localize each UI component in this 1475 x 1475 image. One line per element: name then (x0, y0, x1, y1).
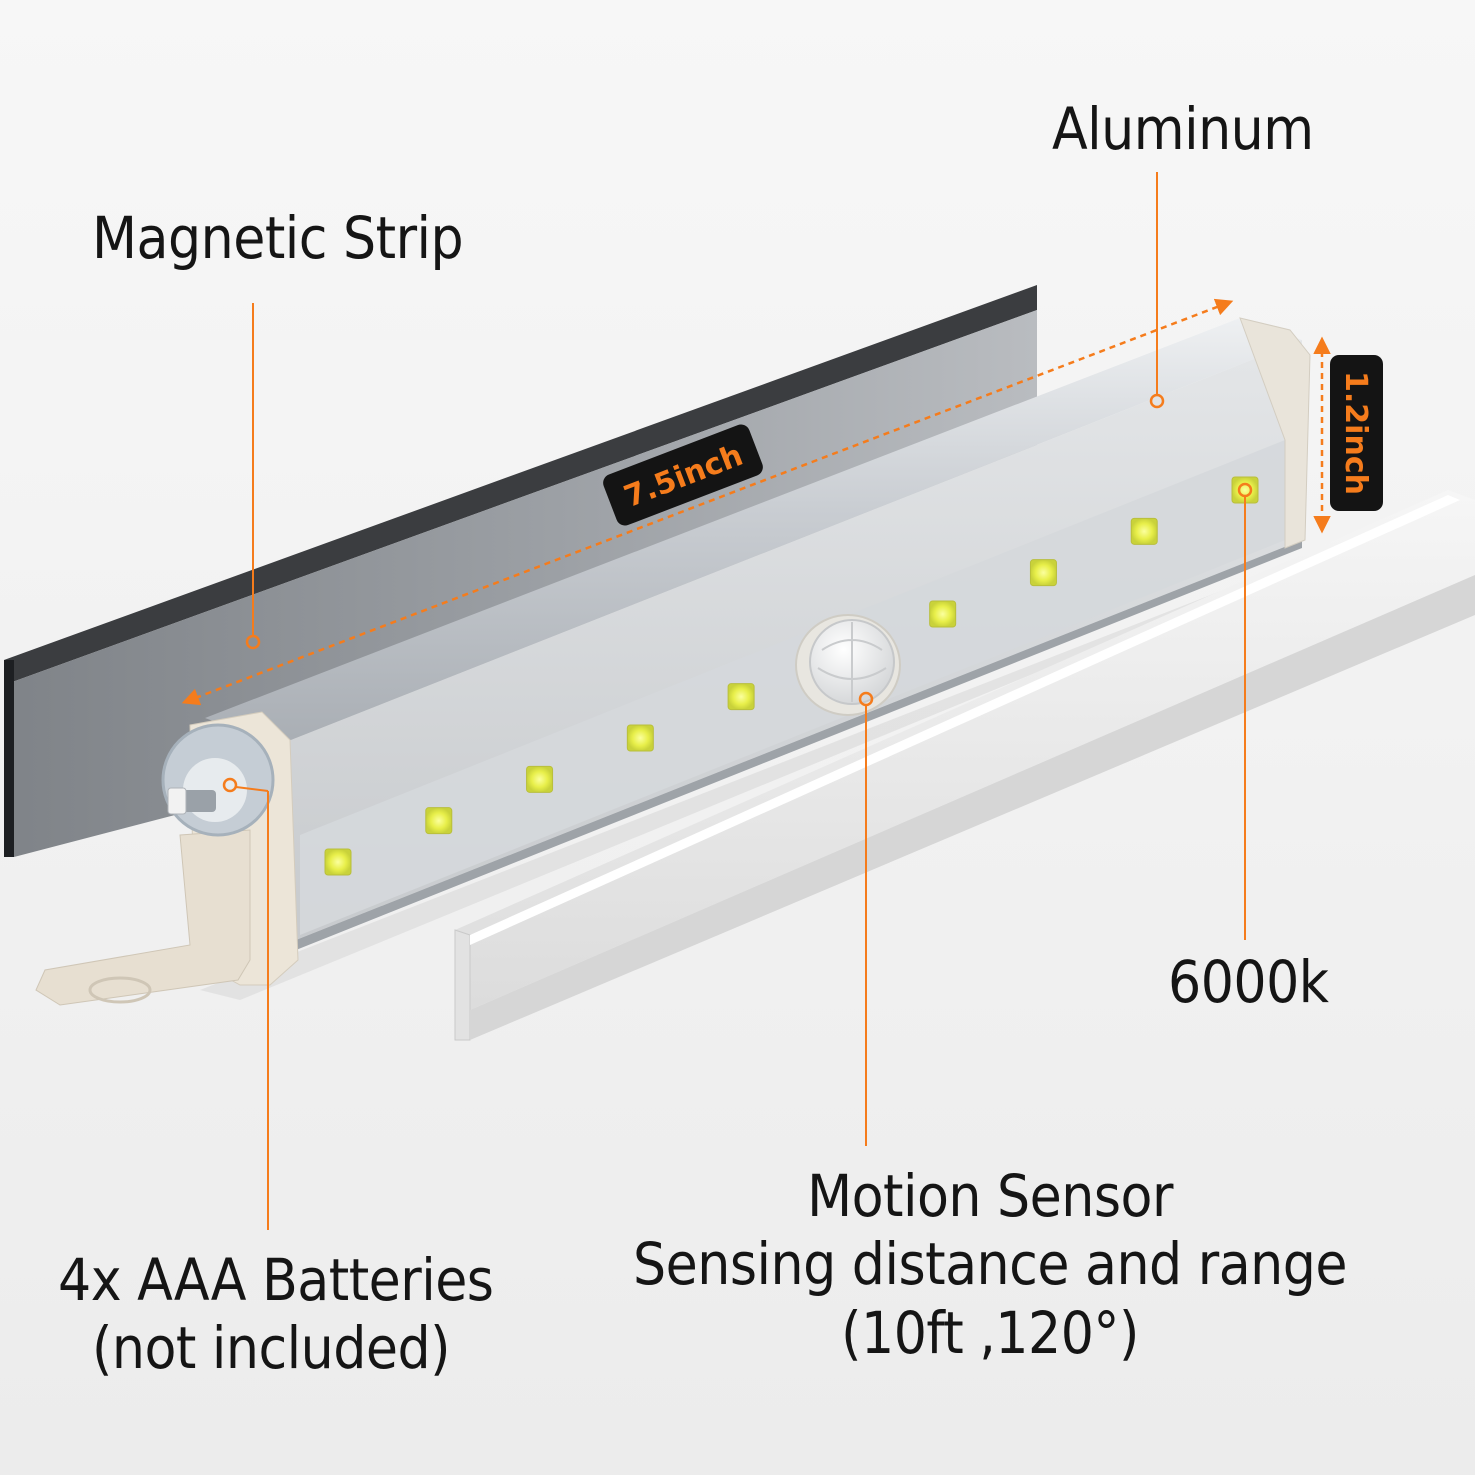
leader-lines (222, 172, 1253, 1230)
led-chip (526, 765, 554, 793)
led-chip (425, 807, 453, 835)
led-chip (727, 683, 755, 711)
color-temperature-label: 6000k (1168, 948, 1329, 1016)
motion-sensor-dome (795, 614, 901, 716)
led-chip (929, 600, 957, 628)
power-switch (161, 723, 275, 837)
batteries-label-line2: (not included) (92, 1314, 450, 1383)
battery-marker (222, 777, 238, 793)
led-marker (1237, 482, 1253, 498)
height-dimension: 1.2inch (1313, 336, 1383, 534)
aluminum-label: Aluminum (1052, 95, 1314, 163)
motion-sensor-label-line1: Motion Sensor (807, 1162, 1173, 1230)
length-badge (603, 424, 763, 526)
height-badge (1330, 355, 1383, 511)
led-chip (1130, 517, 1158, 545)
motion-sensor-label: Motion Sensor Sensing distance and range… (633, 1162, 1347, 1367)
magnetic-strip-marker (245, 634, 261, 650)
motion-sensor-label-line2: Sensing distance and range (633, 1230, 1347, 1299)
batteries-label: 4x AAA Batteries (not included) (58, 1246, 494, 1383)
motion-sensor-label-line3: (10ft ,120°) (841, 1298, 1139, 1367)
led-chip (1029, 559, 1057, 587)
led-chip (324, 848, 352, 876)
batteries-label-line1: 4x AAA Batteries (58, 1246, 494, 1314)
led-chip (626, 724, 654, 752)
battery-latch (35, 829, 251, 1006)
aluminum-marker (1149, 393, 1165, 409)
height-value: 1.2inch (1338, 371, 1373, 495)
magnetic-strip-label: Magnetic Strip (92, 204, 464, 272)
motion-sensor-marker (858, 691, 874, 707)
